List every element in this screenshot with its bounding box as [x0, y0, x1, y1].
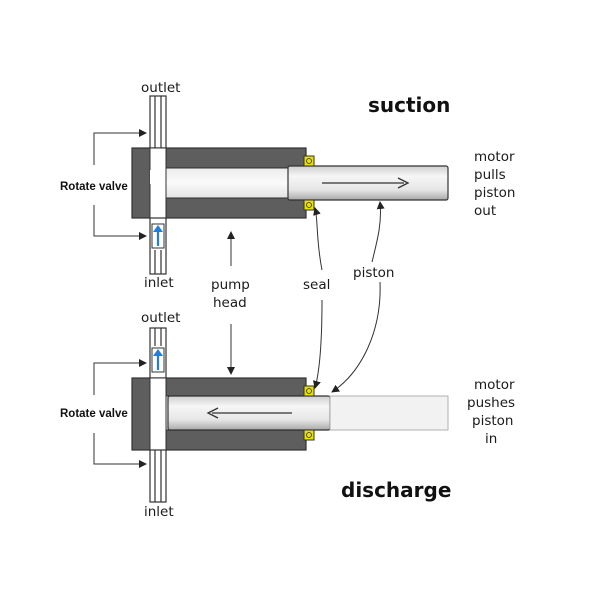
motor-text-top-4: out: [474, 203, 496, 219]
seal-top-upper: [303, 155, 315, 167]
piston-bottom: [167, 395, 449, 431]
pump-head-label-2: head: [213, 295, 247, 311]
discharge-title: discharge: [341, 478, 451, 502]
suction-assembly: [93, 95, 449, 275]
flow-arrow-up-icon: [153, 225, 163, 246]
pump-head-top: [131, 147, 307, 219]
flow-arrow-up-icon: [153, 349, 163, 370]
seal-bottom-upper: [303, 385, 315, 397]
motor-text-bottom-2: pushes: [467, 395, 515, 411]
inlet-label-top: inlet: [144, 275, 174, 291]
seal-leader: [313, 207, 323, 389]
motor-text-bottom-1: motor: [474, 377, 515, 393]
rotate-valve-label-top: Rotate valve: [60, 181, 128, 193]
pump-head-label-1: pump: [211, 277, 250, 293]
seal-bottom-lower: [303, 429, 315, 441]
outlet-label-top: outlet: [141, 80, 180, 96]
motor-text-top-3: piston: [474, 185, 515, 201]
rotate-valve-bracket-bottom: [93, 359, 147, 468]
suction-title: suction: [368, 93, 450, 117]
inlet-tube-bottom: [149, 449, 167, 503]
inlet-label-bottom: inlet: [144, 504, 174, 520]
discharge-assembly: [93, 327, 449, 503]
motor-text-bottom-4: in: [485, 431, 497, 447]
motor-text-top-2: pulls: [474, 167, 506, 183]
motor-text-top-1: motor: [474, 149, 515, 165]
piston-top: [287, 165, 449, 201]
seal-top-lower: [303, 199, 315, 211]
seal-label: seal: [303, 277, 330, 293]
motor-text-bottom-3: piston: [472, 413, 513, 429]
piston-label: piston: [353, 265, 394, 281]
piston-leader: [331, 201, 385, 393]
outlet-tube-top: [149, 95, 167, 149]
rotate-valve-label-bottom: Rotate valve: [60, 408, 128, 420]
outlet-label-bottom: outlet: [141, 310, 180, 326]
rotate-valve-bracket-top: [93, 129, 147, 240]
